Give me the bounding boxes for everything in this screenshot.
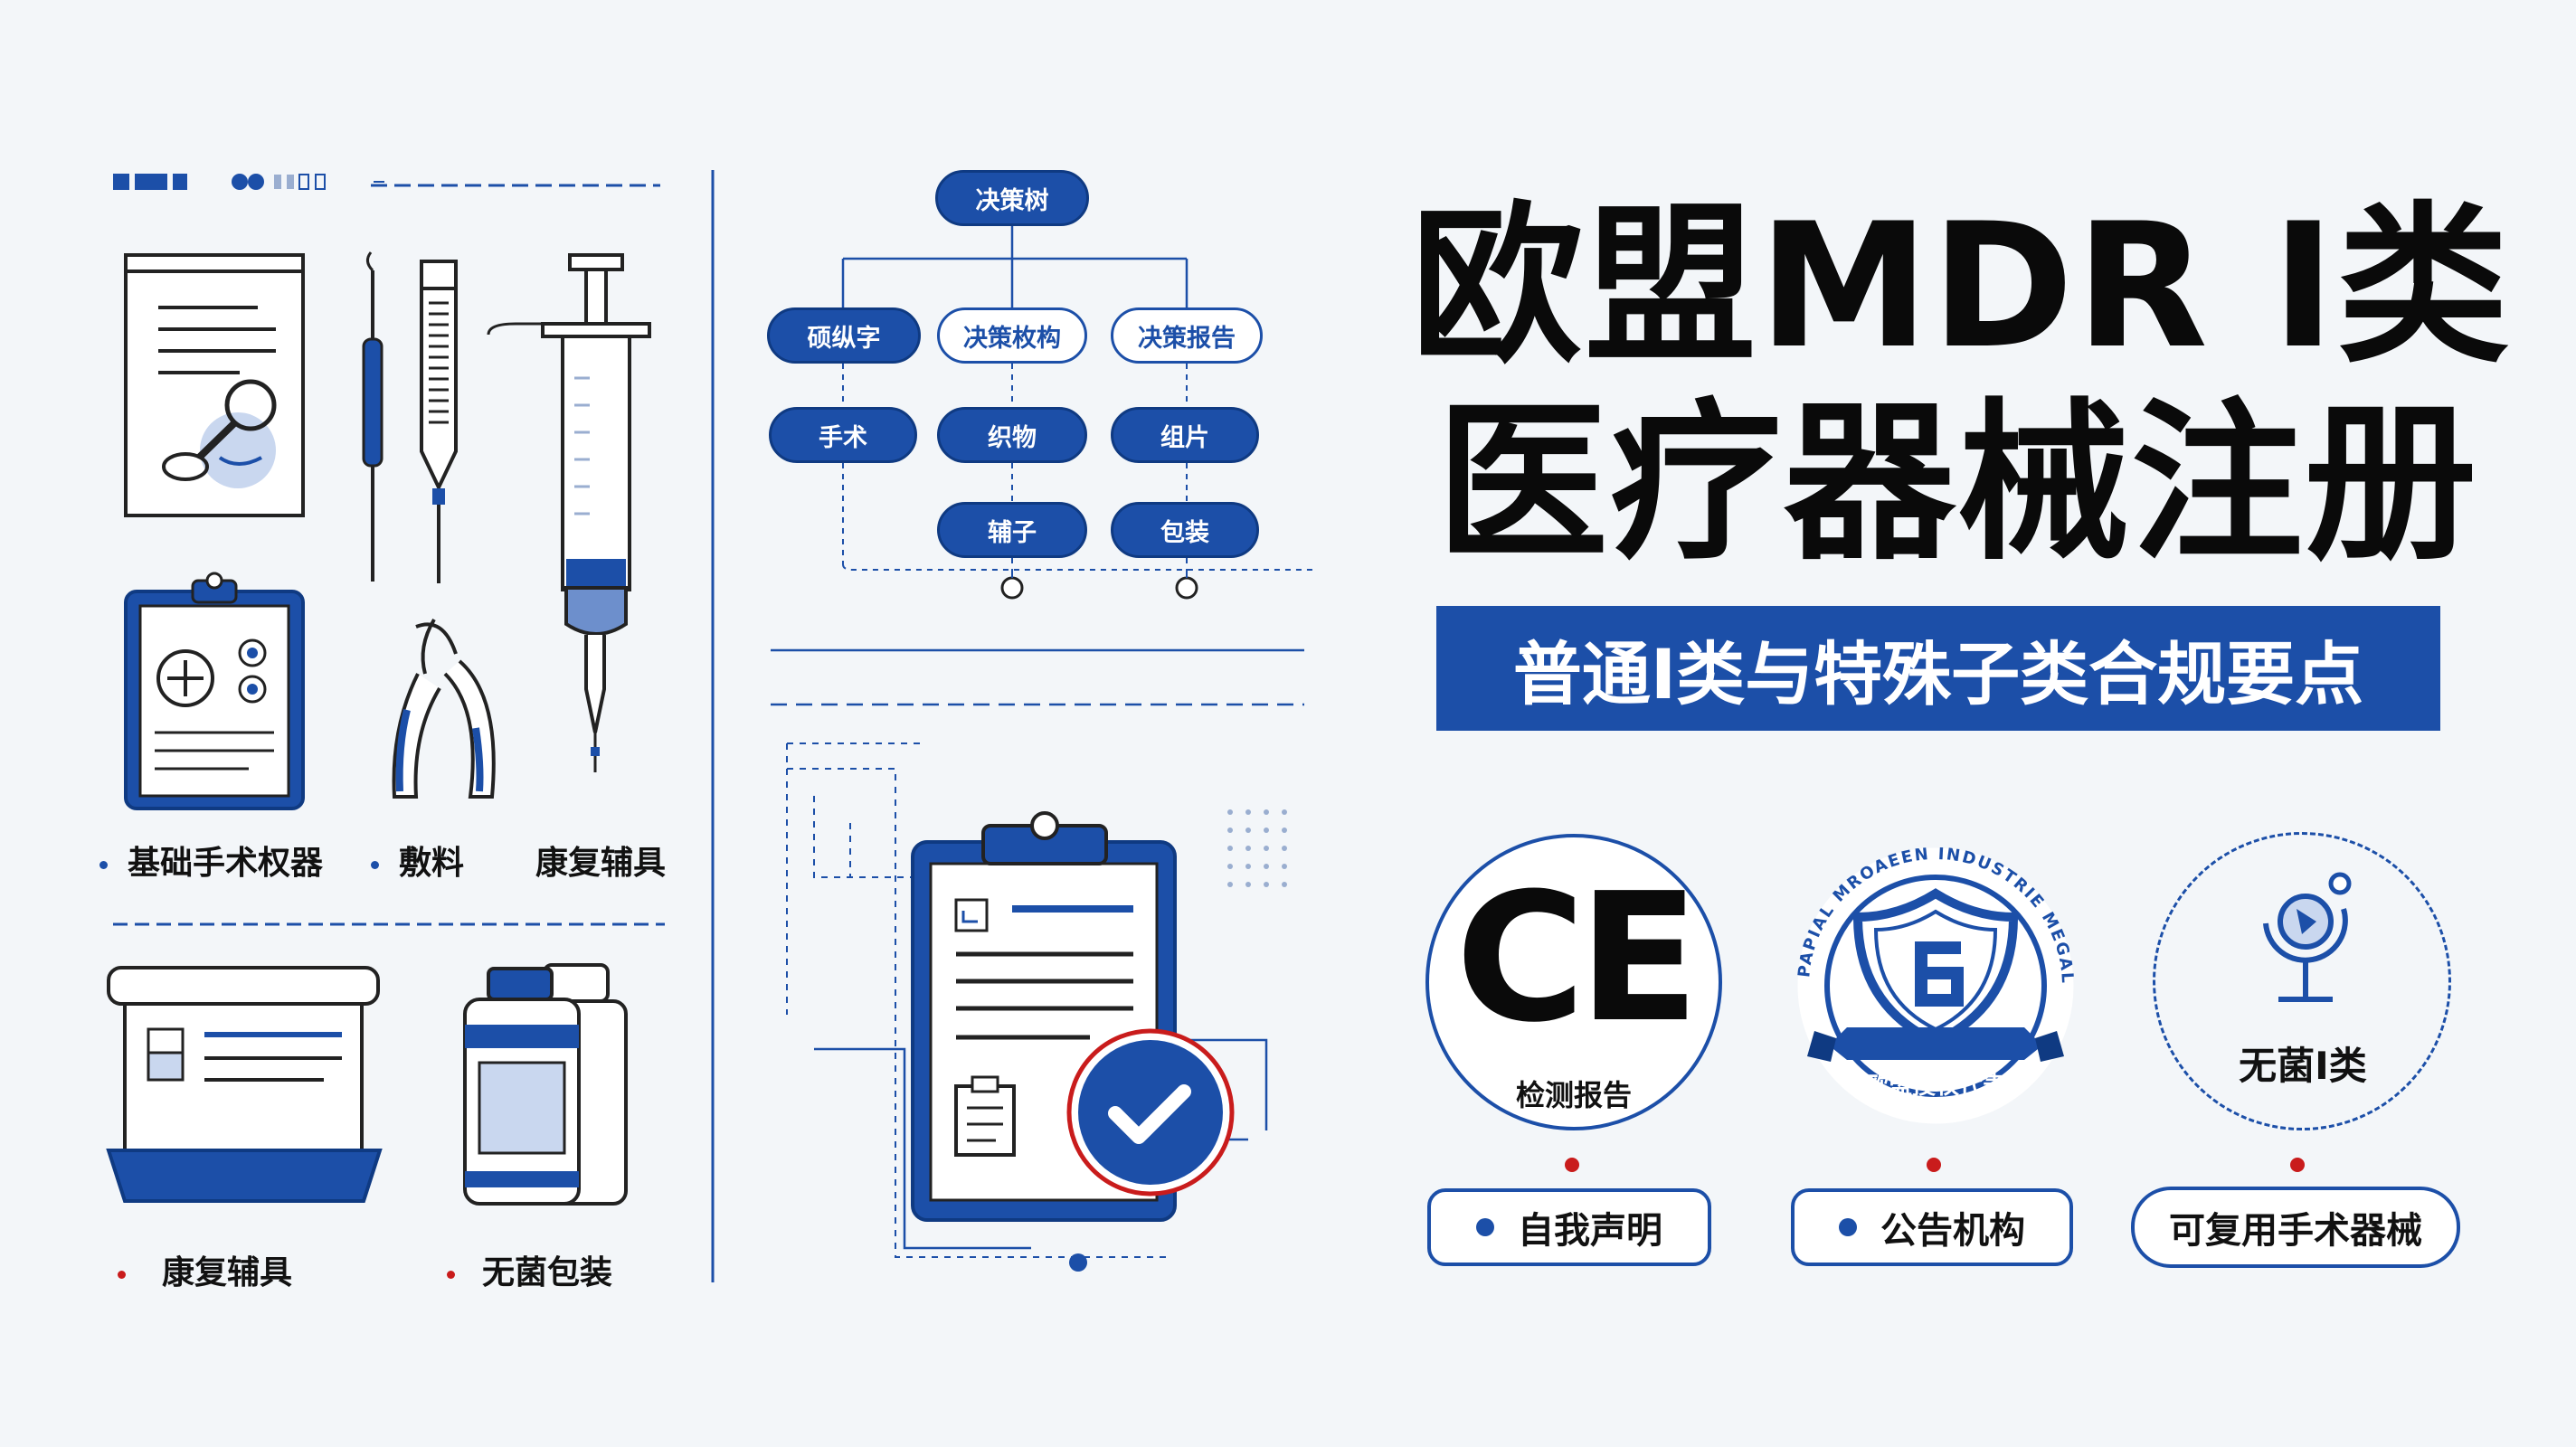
ce-label: 检测报告 <box>1515 1078 1632 1112</box>
tag-notified-body[interactable]: 公告机构 <box>1791 1188 2073 1266</box>
tree-node-level2-a[interactable]: 手术 <box>769 407 917 463</box>
caption-sterile-packaging: 无菌包装 <box>447 1246 612 1293</box>
bullet-dot-red <box>118 1270 126 1279</box>
bullet-dot <box>371 860 379 869</box>
tree-node-root[interactable]: 决策树 <box>935 170 1089 226</box>
toolbar-icons <box>113 174 384 190</box>
surgical-probe-icon <box>362 251 384 582</box>
tree-node-level2-c[interactable]: 组片 <box>1111 407 1259 463</box>
caption-dressings: 敷料 <box>371 837 464 884</box>
checklist-connectors <box>786 742 1287 1272</box>
left-dashed-divider <box>113 922 665 926</box>
caption-text: 敷料 <box>399 845 465 882</box>
tree-node-level1-c[interactable]: 决策报告 <box>1111 307 1263 364</box>
ce-badge: CE 检测报告 <box>1425 834 1722 1130</box>
toolbar-dashed-line <box>371 184 660 187</box>
middle-dashed-separator <box>771 703 1304 706</box>
subtitle-banner: 普通I类与特殊子类合规要点 <box>1436 606 2440 731</box>
decision-tree-connectors <box>841 222 1313 600</box>
tag-label: 公告机构 <box>1880 1210 2025 1252</box>
ruler-icon <box>420 260 458 583</box>
microscope-icon <box>2263 872 2352 1002</box>
sterile-bottles-icon <box>463 963 628 1206</box>
caption-text: 基础手术权器 <box>128 845 324 882</box>
connector-dot <box>1927 1158 1941 1172</box>
tag-label: 自我声明 <box>1518 1210 1662 1252</box>
tag-reusable-instruments[interactable]: 可复用手术器械 <box>2131 1187 2460 1268</box>
caption-rehab-aids-2: 康复辅具 <box>118 1246 292 1293</box>
tag-dot <box>1476 1218 1494 1236</box>
authorised-rep-seal: PAPIAL MROAEEN INDUSTRIE MEGALAQ DISEQUO… <box>1764 818 2075 1124</box>
caption-text: 无菌包装 <box>482 1254 613 1291</box>
sterile-badge: 无菌I类 <box>2153 832 2451 1130</box>
seal-label: 欧盟授权代表 <box>1864 1073 2006 1100</box>
forceps-icon <box>392 618 496 799</box>
syringe-icon <box>487 253 651 772</box>
bullet-dot-red <box>447 1270 455 1279</box>
compliance-clipboard-icon <box>911 811 1235 1222</box>
tree-node-level2-b[interactable]: 织物 <box>937 407 1087 463</box>
main-title-line2: 医疗器械注册 <box>1436 383 2479 583</box>
caption-text: 康复辅具 <box>535 845 667 882</box>
caption-rehab-aids: 康复辅具 <box>535 837 666 884</box>
ce-mark: CE <box>1455 856 1700 1062</box>
document-magnifier-icon <box>124 253 305 517</box>
middle-separator <box>771 648 1304 652</box>
vertical-divider <box>711 170 715 1282</box>
connector-dot <box>1565 1158 1579 1172</box>
bullet-dot <box>99 860 108 869</box>
main-title-line1: 欧盟MDR I类 <box>1411 186 2511 386</box>
caption-text: 康复辅具 <box>162 1254 293 1291</box>
sterile-tray-icon <box>106 966 383 1203</box>
tag-label: 可复用手术器械 <box>2169 1210 2422 1252</box>
tag-dot <box>1839 1218 1857 1236</box>
tree-node-level1-b[interactable]: 决策枚构 <box>937 307 1087 364</box>
connector-dot <box>2290 1158 2305 1172</box>
tree-node-level3-b[interactable]: 包装 <box>1111 502 1259 558</box>
tree-node-level3-a[interactable]: 辅子 <box>937 502 1087 558</box>
tree-node-level1-a[interactable]: 硕纵字 <box>767 307 921 364</box>
sterile-label: 无菌I类 <box>2239 1044 2367 1088</box>
tag-self-declaration[interactable]: 自我声明 <box>1427 1188 1711 1266</box>
caption-basic-instruments: 基础手术权器 <box>99 837 323 884</box>
medical-clipboard-icon <box>124 572 305 810</box>
